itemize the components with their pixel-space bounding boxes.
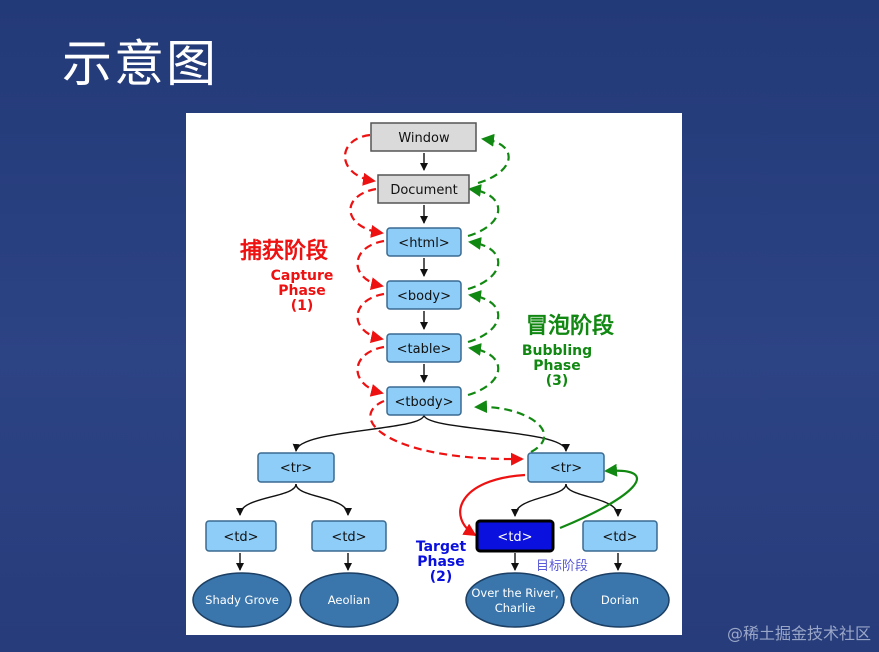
node-window-label: Window [398,131,450,146]
leaf-shady-grove-label: Shady Grove [205,593,279,607]
node-td-1: <td> [205,520,277,552]
diagram-canvas: Window Document <html> <body> <table> <t… [192,122,670,628]
capture-phase-cn: 捕获阶段 [240,238,328,264]
leaf-dorian-label: Dorian [601,593,639,607]
node-document: Document [377,174,470,204]
node-window: Window [370,122,477,152]
target-arrows [459,463,639,537]
target-phase-line2: Phase [417,554,465,570]
capture-phase-label: 捕获阶段 Capture Phase (1) [240,238,333,314]
slide-title: 示意图 [62,35,218,93]
node-tr-right: <tr> [527,452,605,483]
node-tbody-label: <tbody> [394,395,453,410]
target-phase-label: Target Phase (2) 目标阶段 [416,539,588,585]
node-td-4: <td> [582,520,658,552]
node-tr-left: <tr> [257,452,335,483]
capture-arrows [343,133,524,466]
bubbling-arrows [467,133,546,453]
node-html: <html> [386,227,462,257]
watermark: @稀土掘金技术社区 [726,624,871,643]
target-phase-line3: (2) [430,569,453,585]
target-phase-line1: Target [416,539,467,555]
node-td-1-label: <td> [223,530,258,545]
leaf-aeolian: Aeolian [299,572,399,628]
leaf-over-the-river-line2: Charlie [495,601,536,615]
node-tbody: <tbody> [386,386,462,416]
tree-edges [236,153,622,571]
bubbling-phase-line2: Phase [533,358,581,374]
leaf-over-the-river: Over the River, Charlie [465,572,565,628]
leaf-aeolian-label: Aeolian [328,593,371,607]
capture-phase-line1: Capture [271,268,334,284]
leaf-over-the-river-line1: Over the River, [471,586,558,600]
node-body-label: <body> [397,289,451,304]
node-tr-left-label: <tr> [280,461,312,476]
bubbling-phase-line3: (3) [546,373,569,389]
node-html-label: <html> [398,236,449,251]
target-phase-cn: 目标阶段 [536,559,588,574]
node-td-2-label: <td> [331,530,366,545]
node-document-label: Document [390,183,457,198]
node-table: <table> [386,333,462,363]
event-flow-diagram: Window Document <html> <body> <table> <t… [186,113,682,635]
node-td-4-label: <td> [602,530,637,545]
leaf-shady-grove: Shady Grove [192,572,292,628]
capture-phase-line3: (1) [291,298,314,314]
capture-phase-line2: Phase [278,283,326,299]
node-tr-right-label: <tr> [550,461,582,476]
bubbling-phase-cn: 冒泡阶段 [526,313,614,339]
node-td-target-label: <td> [497,530,532,545]
node-table-label: <table> [397,342,452,357]
bubbling-phase-line1: Bubbling [522,343,592,359]
leaf-dorian: Dorian [570,572,670,628]
node-td-2: <td> [311,520,387,552]
bubbling-phase-label: 冒泡阶段 Bubbling Phase (3) [522,313,614,389]
node-body: <body> [386,280,462,310]
node-td-target: <td> [475,519,555,553]
